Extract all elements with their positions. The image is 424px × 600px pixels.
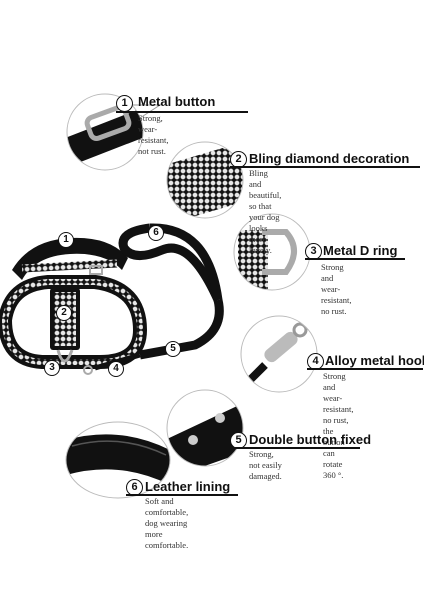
callout-description: Strong, wear-resistant, not rust. xyxy=(138,113,169,156)
diagram-marker-5: 5 xyxy=(165,341,181,357)
callout-underline xyxy=(116,111,248,113)
callout-number: 2 xyxy=(230,151,247,168)
diagram-marker-3: 3 xyxy=(44,360,60,376)
zoom-metal-button xyxy=(67,94,143,170)
callout-number: 3 xyxy=(305,243,322,260)
callout-description: Strong, not easily damaged. xyxy=(249,449,282,481)
callout-title: Metal D ring xyxy=(323,243,398,258)
callout-underline xyxy=(230,166,420,168)
callout-underline xyxy=(305,258,405,260)
callout-title: Metal button xyxy=(138,94,216,109)
callout-title: Double button fixed xyxy=(249,432,372,447)
callout-title: Bling diamond decoration xyxy=(249,151,410,166)
callout-number: 6 xyxy=(126,479,143,496)
callout-description: Strong and wear-resistant, no rust. xyxy=(321,262,352,316)
callout-description: Bling and beautiful, so that your dog lo… xyxy=(249,168,282,255)
diagram-marker-4: 4 xyxy=(108,361,124,377)
callout-number: 4 xyxy=(307,353,324,370)
callout-description: Strong and wear-resistant, no rust, the … xyxy=(323,371,354,480)
zoom-hook xyxy=(241,316,317,392)
callout-number: 1 xyxy=(116,95,133,112)
callout-underline xyxy=(307,368,423,370)
zoom-double-button xyxy=(167,390,243,466)
callout-underline xyxy=(126,494,238,496)
diagram-marker-2: 2 xyxy=(56,305,72,321)
callout-title: Alloy metal hooks xyxy=(325,353,424,368)
harness-drawing xyxy=(0,237,148,369)
callout-title: Leather lining xyxy=(145,479,231,494)
callout-number: 5 xyxy=(230,432,247,449)
callout-underline xyxy=(230,447,360,449)
diagram-marker-6: 6 xyxy=(148,225,164,241)
diagram-marker-1: 1 xyxy=(58,232,74,248)
zoom-leather-lining xyxy=(66,422,170,498)
callout-description: Soft and comfortable, dog wearing more c… xyxy=(145,496,189,550)
